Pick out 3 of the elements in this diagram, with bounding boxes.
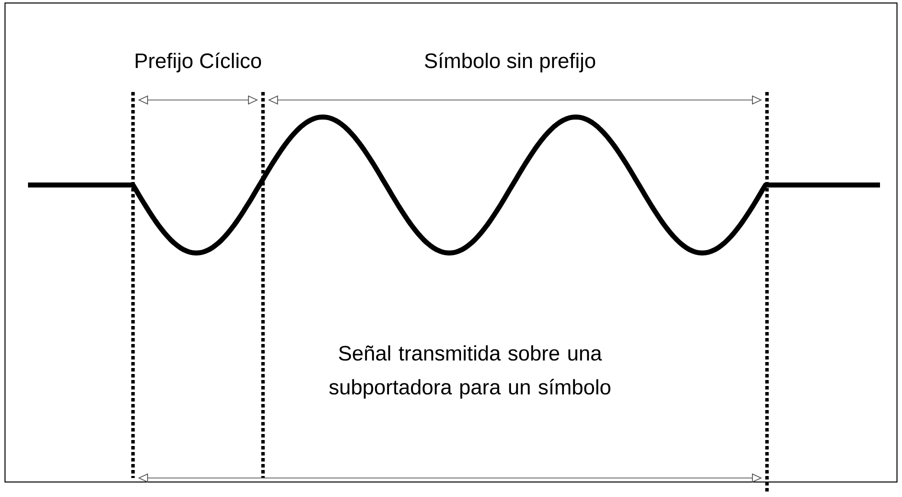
dimension-label: Prefijo Cíclico [136,52,262,72]
dimension-label: Señal transmitida sobre una subportadora para un símbolo [329,345,610,399]
dimension-label: Símbolo sin prefijo [424,52,596,72]
